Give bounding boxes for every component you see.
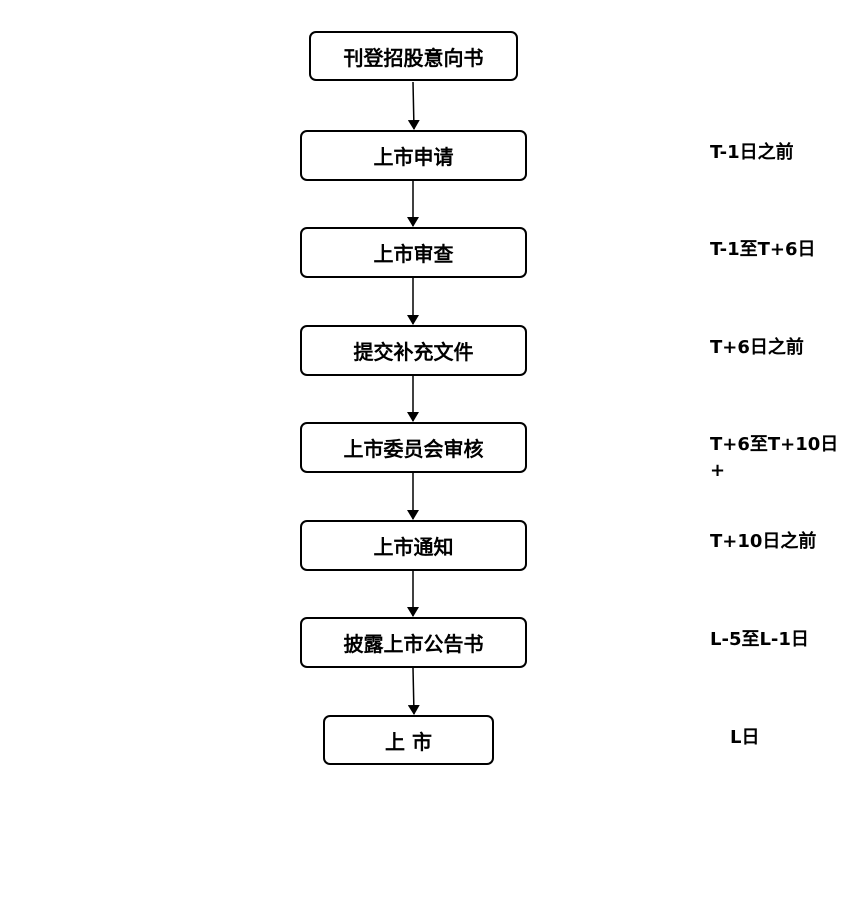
step-listing: 上 市 (323, 715, 494, 765)
step-submit-supplementary-documents: 提交补充文件 (300, 325, 527, 376)
step-listing-notice: 上市通知 (300, 520, 527, 571)
time-listing-application: T-1日之前 (710, 142, 794, 163)
step-listing-committee-review: 上市委员会审核 (300, 422, 527, 473)
time-listing-notice: T+10日之前 (710, 531, 817, 552)
step-publish-prospectus: 刊登招股意向书 (309, 31, 518, 81)
time-listing: L日 (730, 727, 760, 748)
arrow-7 (407, 667, 420, 715)
step-listing-application: 上市申请 (300, 130, 527, 181)
time-submit-supplementary-documents: T+6日之前 (710, 337, 804, 358)
step-listing-review: 上市审查 (300, 227, 527, 278)
arrow-1 (407, 81, 420, 130)
step-disclose-listing-announcement: 披露上市公告书 (300, 617, 527, 668)
time-disclose-listing-announcement: L-5至L-1日 (710, 629, 809, 650)
time-listing-committee-review: T+6至T+10日 + (710, 434, 839, 481)
time-listing-review: T-1至T+6日 (710, 239, 816, 260)
